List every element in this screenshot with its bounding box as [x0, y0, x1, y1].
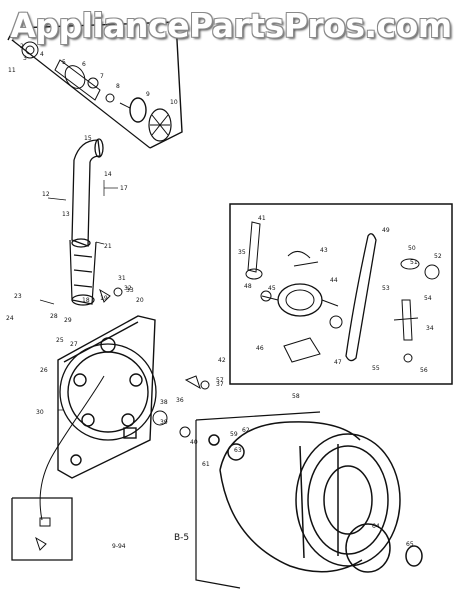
svg-text:28: 28: [50, 313, 58, 320]
svg-text:9: 9: [146, 91, 150, 98]
svg-text:26: 26: [40, 367, 48, 374]
svg-text:36: 36: [176, 397, 184, 404]
svg-text:10: 10: [170, 99, 178, 106]
svg-text:1: 1: [11, 36, 15, 43]
svg-text:53: 53: [382, 285, 390, 292]
svg-text:41: 41: [258, 215, 266, 222]
small-code: 9-94: [112, 543, 126, 550]
svg-text:2: 2: [20, 43, 24, 50]
svg-text:47: 47: [334, 359, 342, 366]
svg-text:21: 21: [104, 243, 112, 250]
lint-housing: [69, 239, 97, 306]
svg-text:29: 29: [64, 317, 72, 324]
svg-text:30: 30: [36, 409, 44, 416]
svg-text:31: 31: [118, 275, 126, 282]
svg-text:18: 18: [82, 297, 90, 304]
svg-text:39: 39: [160, 419, 168, 426]
svg-text:8: 8: [116, 83, 120, 90]
svg-text:32: 32: [124, 285, 132, 292]
svg-text:61: 61: [202, 461, 210, 468]
idler-parts: [99, 287, 210, 438]
motor-inset: [229, 203, 453, 385]
svg-text:5: 5: [62, 59, 66, 66]
svg-text:58: 58: [292, 393, 300, 400]
svg-text:23: 23: [14, 293, 22, 300]
svg-text:15: 15: [84, 135, 92, 142]
svg-text:13: 13: [62, 211, 70, 218]
watermark-text: AppliancePartsPros.com: [10, 6, 452, 45]
leader-lines: [39, 180, 118, 411]
svg-text:35: 35: [238, 249, 246, 256]
svg-text:51: 51: [410, 259, 418, 266]
svg-text:57: 57: [216, 377, 224, 384]
svg-text:27: 27: [70, 341, 78, 348]
wire-harness: [39, 375, 105, 521]
svg-text:33: 33: [126, 287, 134, 294]
svg-text:52: 52: [434, 253, 442, 260]
svg-text:14: 14: [104, 171, 112, 178]
svg-text:48: 48: [244, 283, 252, 290]
blower-inset: [7, 21, 183, 149]
svg-text:65: 65: [406, 541, 414, 548]
switch-inset: [11, 497, 73, 561]
section-code: B-5: [174, 533, 189, 543]
svg-text:6: 6: [82, 61, 86, 68]
svg-text:40: 40: [190, 439, 198, 446]
svg-text:44: 44: [330, 277, 338, 284]
svg-text:12: 12: [42, 191, 50, 198]
svg-text:11: 11: [8, 67, 16, 74]
svg-text:20: 20: [136, 297, 144, 304]
svg-text:3: 3: [23, 55, 27, 62]
svg-text:49: 49: [382, 227, 390, 234]
callouts: 1 2 3 4 5 6 7 8 9 10 11 12 13 14 15 17 1…: [6, 36, 442, 548]
svg-text:59: 59: [230, 431, 238, 438]
svg-text:54: 54: [424, 295, 432, 302]
svg-text:43: 43: [320, 247, 328, 254]
watermark: AppliancePartsPros.com: [0, 0, 462, 52]
svg-text:25: 25: [56, 337, 64, 344]
svg-text:64: 64: [372, 523, 380, 530]
svg-text:24: 24: [6, 315, 14, 322]
svg-text:4: 4: [40, 51, 44, 58]
front-bulkhead: [57, 315, 157, 479]
drum: [195, 411, 423, 589]
svg-text:45: 45: [268, 285, 276, 292]
svg-text:46: 46: [256, 345, 264, 352]
svg-text:63: 63: [234, 447, 242, 454]
svg-text:56: 56: [420, 367, 428, 374]
svg-text:42: 42: [218, 357, 226, 364]
svg-text:38: 38: [160, 399, 168, 406]
svg-text:19: 19: [100, 295, 108, 302]
svg-text:50: 50: [408, 245, 416, 252]
svg-text:7: 7: [100, 73, 104, 80]
svg-text:55: 55: [372, 365, 380, 372]
exhaust-duct: [71, 138, 104, 248]
svg-text:37: 37: [216, 381, 224, 388]
svg-text:34: 34: [426, 325, 434, 332]
svg-text:62: 62: [242, 427, 250, 434]
svg-text:17: 17: [120, 185, 128, 192]
